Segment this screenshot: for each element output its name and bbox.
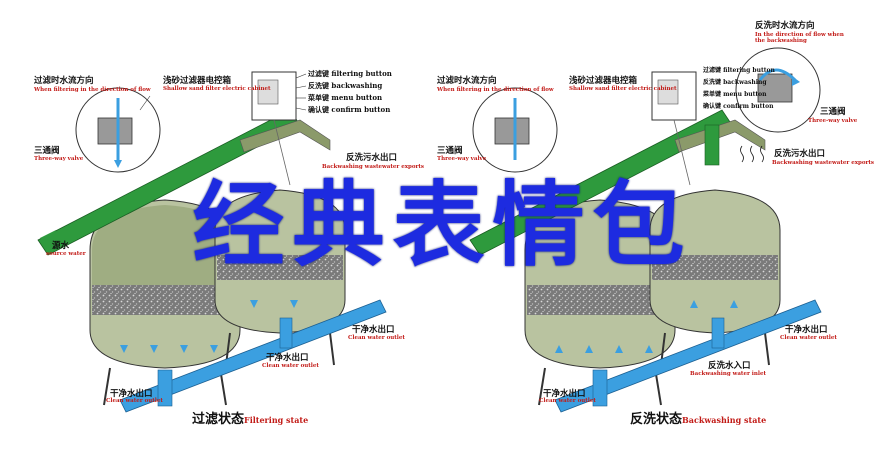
left-clean-outlet1-en: Clean water outlet [348,335,405,341]
right-bw-inlet-zh: 反洗水入口 [708,361,751,371]
left-three-way-en: Three-way valve [34,156,84,162]
left-btn-menu: 菜单键 menu button [308,93,383,102]
right-caption-zh: 反洗状态 [630,412,683,427]
right-clean-outlet2-zh: 干净水出口 [543,389,586,399]
right-clean-outlet1-zh: 干净水出口 [785,325,828,335]
left-btn-confirm: 确认键 confirm button [308,105,391,114]
right-bw-inlet-en: Backwashing water inlet [690,371,766,377]
right-three-way2-en: Three-way valve [808,118,858,124]
right-flow-dir-zh: 过滤时水流方向 [437,76,497,86]
left-three-way-zh: 三通阀 [34,146,60,156]
right-tank-b [649,189,781,366]
left-caption-zh: 过滤状态 [192,412,245,427]
right-three-way-en: Three-way valve [437,156,487,162]
left-source-en: source water [46,251,86,257]
right-backwash-exp-zh: 反洗污水出口 [774,149,826,159]
left-source-zh: 源水 [52,241,70,251]
left-electric-cabinet [251,71,307,186]
left-flow-dir-en: When filtering in the direction of flow [34,87,151,93]
left-tank-b [214,189,346,366]
overlay-title: 经典表情包 [192,172,693,279]
right-blue-pipe [554,299,822,413]
left-clean-outlet3-en: Clean water outlet [106,398,163,404]
right-btn-filter: 过滤键 filtering button [703,67,775,74]
right-btn-menu: 菜单键 menu button [703,91,767,98]
left-flow-dir-zh: 过滤时水流方向 [34,76,94,86]
left-cabinet-en: Shallow sand filter electric cabinet [163,86,271,92]
right-caption: 反洗状态Backwashing state [630,410,766,426]
right-caption-en: Backwashing state [682,415,767,425]
left-clean-outlet3-zh: 干净水出口 [110,389,153,399]
left-clean-outlet2-en: Clean water outlet [262,363,319,369]
right-bw-dir-en: In the direction of flow when the backwa… [755,32,844,44]
left-btn-filter: 过滤键 filtering button [308,69,392,78]
right-cabinet-en: Shallow sand filter electric cabinet [569,86,677,92]
left-caption-en: Filtering state [244,415,309,425]
left-flow-arrows [120,300,298,353]
blue-clean-pipe [119,299,387,413]
left-cabinet-zh: 浅砂过滤器电控箱 [163,76,232,86]
right-btn-confirm: 确认键 confirm button [703,103,774,110]
right-valve-zoom-circle-right [735,47,821,133]
left-caption: 过滤状态Filtering state [192,410,308,426]
right-clean-outlet2-en: Clean water outlet [539,398,596,404]
right-electric-cabinet [651,71,697,186]
left-backwash-exp-zh: 反洗污水出口 [346,153,398,163]
right-bw-dir-zh: 反洗时水流方向 [755,21,815,31]
source-arrow [40,230,62,246]
right-backwash-diagram [469,47,822,413]
right-three-way2-zh: 三通阀 [820,107,846,117]
right-clean-outlet1-en: Clean water outlet [780,335,837,341]
left-valve-zoom-circle [75,87,161,173]
left-clean-outlet1-zh: 干净水出口 [352,325,395,335]
right-backwash-exp-en: Backwashing wastewater exports [772,160,875,166]
left-tank-a [89,199,241,406]
left-clean-outlet2-zh: 干净水出口 [266,353,309,363]
wastewater-squiggles [740,145,764,163]
left-backwash-exp-en: Backwashing wastewater exports [322,164,425,170]
right-cabinet-zh: 浅砂过滤器电控箱 [569,76,638,86]
right-flow-dir-en: When filtering in the direction of flow [437,87,554,93]
right-tank-a [524,199,676,406]
left-btn-backwash: 反洗键 backwashing [308,81,383,90]
right-flow-arrows [555,300,738,353]
left-filtering-diagram [37,71,387,413]
right-btn-backwash: 反洗键 backwashing [703,79,767,86]
right-three-way-zh: 三通阀 [437,146,463,156]
right-valve-zoom-circle-left [472,87,558,173]
